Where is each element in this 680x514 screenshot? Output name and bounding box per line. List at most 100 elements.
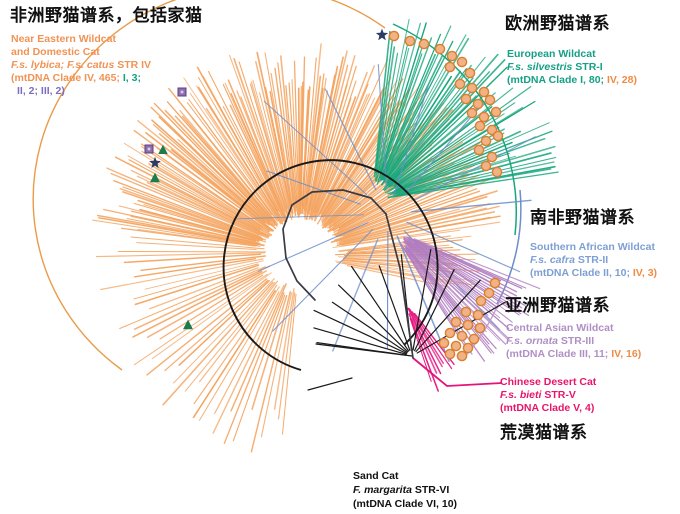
- orange-circle-marker: [460, 93, 472, 105]
- orange-circle-marker: [475, 295, 487, 307]
- clade-chinese-desert-species-line: F.s. bieti STR-V: [500, 389, 576, 401]
- orange-circle-marker: [462, 319, 474, 331]
- orange-circle-marker: [450, 340, 462, 352]
- clade-near-eastern-species: F.s. lybica; F.s. catus: [11, 59, 115, 71]
- orange-circle-marker: [454, 78, 466, 90]
- clade-sand-cat-species-line: F. margarita STR-VI: [353, 484, 449, 496]
- square-marker-inner: [180, 90, 184, 94]
- clade-european-mtdna-count: , 28): [615, 74, 637, 86]
- orange-circle-marker: [460, 306, 472, 318]
- orange-circle-marker: [444, 348, 456, 360]
- clade-chinese-desert-mtdna: (mtDNA Clade V, 4): [500, 402, 595, 414]
- clade-central-asian-mtdna-roman: IV: [611, 348, 621, 360]
- clade-sand-cat-species: F. margarita: [353, 484, 412, 496]
- clade-southern-african-mtdna-count: , 3): [641, 267, 658, 279]
- green-triangle-marker: [183, 319, 193, 330]
- orange-circle-marker: [474, 120, 486, 132]
- clade-southern-african-mtdna: (mtDNA Clade II, 10; IV, 3): [530, 267, 657, 279]
- clade-southern-african-heading-zh: 南非野猫谱系: [530, 208, 635, 227]
- orange-circle-marker: [486, 151, 498, 163]
- clade-chinese-desert-species: F.s. bieti: [500, 389, 542, 401]
- clade-near-eastern-name-line2: and Domestic Cat: [11, 46, 100, 58]
- orange-circle-marker: [466, 107, 478, 119]
- orange-circle-marker: [456, 56, 468, 68]
- orange-circle-marker: [444, 327, 456, 339]
- clade-near-eastern-heading-zh: 非洲野猫谱系，包括家猫: [10, 6, 203, 25]
- clade-sand-cat-name: Sand Cat: [353, 470, 399, 482]
- clade-southern-african-arc: [496, 189, 522, 305]
- clade-central-asian-mtdna-count: , 16): [620, 348, 642, 360]
- green-triangle-marker: [158, 144, 168, 155]
- clade-european-name: European Wildcat: [507, 48, 596, 60]
- green-triangle-marker: [150, 172, 160, 183]
- orange-circle-marker: [491, 166, 503, 178]
- orange-circle-marker: [456, 350, 468, 362]
- clade-central-asian-str: STR-III: [560, 335, 595, 347]
- orange-circle-marker: [472, 98, 484, 110]
- orange-circle-marker: [480, 160, 492, 172]
- clade-southern-african-mtdna-prefix: (mtDNA Clade II, 10;: [530, 267, 630, 279]
- clade-european-branches: [373, 18, 559, 199]
- orange-circle-marker: [489, 277, 501, 289]
- orange-circle-marker: [404, 35, 416, 47]
- orange-circle-markers: [388, 30, 504, 362]
- clade-central-asian-heading-zh: 亚洲野猫谱系: [505, 296, 610, 315]
- clade-southern-african-species: F.s. cafra: [530, 254, 575, 266]
- orange-circle-marker: [478, 111, 490, 123]
- orange-circle-marker: [446, 50, 458, 62]
- orange-circle-marker: [434, 43, 446, 55]
- clade-european-str: STR-I: [575, 61, 603, 73]
- clade-european-mtdna-prefix: (mtDNA Clade I, 80;: [507, 74, 605, 86]
- clade-southern-african-name: Southern African Wildcat: [530, 241, 655, 253]
- clade-chinese-desert-heading-zh: 荒漠猫谱系: [500, 423, 588, 442]
- navy-star-marker: [149, 156, 161, 168]
- orange-circle-marker: [480, 135, 492, 147]
- orange-circle-marker: [456, 330, 468, 342]
- clade-european-heading-zh: 欧洲野猫谱系: [505, 14, 610, 33]
- clade-near-eastern-species-line: F.s. lybica; F.s. catus STR IV: [11, 59, 151, 71]
- clade-southern-african-species-line: F.s. cafra STR-II: [530, 254, 608, 266]
- tree-backbone: [282, 189, 414, 359]
- clade-central-asian-name: Central Asian Wildcat: [506, 322, 614, 334]
- clade-near-eastern-mtdna-clade-I: I, 3;: [122, 72, 141, 84]
- orange-circle-marker: [468, 333, 480, 345]
- orange-circle-marker: [492, 130, 504, 142]
- clade-sand-cat-branches: [307, 249, 507, 391]
- clade-sand-cat-arc: [222, 159, 439, 371]
- clade-near-eastern-mtdna-line2: II, 2; III, 2): [17, 85, 65, 97]
- clade-near-eastern-mtdna-prefix: (mtDNA Clade IV, 465;: [11, 72, 120, 84]
- clade-european-mtdna-roman: IV: [606, 74, 616, 86]
- clade-european-species: F.s. silvestris: [507, 61, 573, 73]
- orange-circle-marker: [464, 67, 476, 79]
- orange-circle-marker: [472, 309, 484, 321]
- clade-central-asian-species: F.s. ornata: [506, 335, 558, 347]
- clade-chinese-desert-str: STR-V: [544, 389, 576, 401]
- clade-near-eastern-arc: [32, 0, 386, 371]
- clade-sand-cat-str: STR-VI: [414, 484, 450, 496]
- chinese-desert-stem: [412, 357, 431, 373]
- orange-circle-marker: [473, 144, 485, 156]
- clade-european-mtdna: (mtDNA Clade I, 80; IV, 28): [507, 74, 637, 86]
- orange-circle-marker: [444, 61, 456, 73]
- square-marker-inner: [147, 147, 151, 151]
- orange-circle-marker: [484, 94, 496, 106]
- orange-circle-marker: [462, 342, 474, 354]
- orange-circle-marker: [466, 82, 478, 94]
- clade-european-species-line: F.s. silvestris STR-I: [507, 61, 603, 73]
- orange-circle-marker: [478, 86, 490, 98]
- clade-near-eastern-str: STR IV: [117, 59, 152, 71]
- clade-southern-african-mtdna-roman: IV: [632, 267, 642, 279]
- clade-near-eastern-name-line1: Near Eastern Wildcat: [11, 33, 116, 45]
- clade-central-asian-mtdna-prefix: (mtDNA Clade III, 11;: [506, 348, 609, 360]
- orange-circle-marker: [490, 106, 502, 118]
- orange-circle-marker: [438, 337, 450, 349]
- clade-central-asian-species-line: F.s. ornata STR-III: [506, 335, 594, 347]
- clade-near-eastern-branches: [92, 43, 501, 453]
- orange-circle-marker: [388, 30, 400, 42]
- clade-southern-african-str: STR-II: [577, 254, 609, 266]
- navy-star-marker: [375, 28, 389, 41]
- clade-near-eastern-mtdna-line1: (mtDNA Clade IV, 465; I, 3;: [11, 72, 141, 84]
- orange-circle-marker: [483, 287, 495, 299]
- clade-symbol-markers: [144, 28, 389, 330]
